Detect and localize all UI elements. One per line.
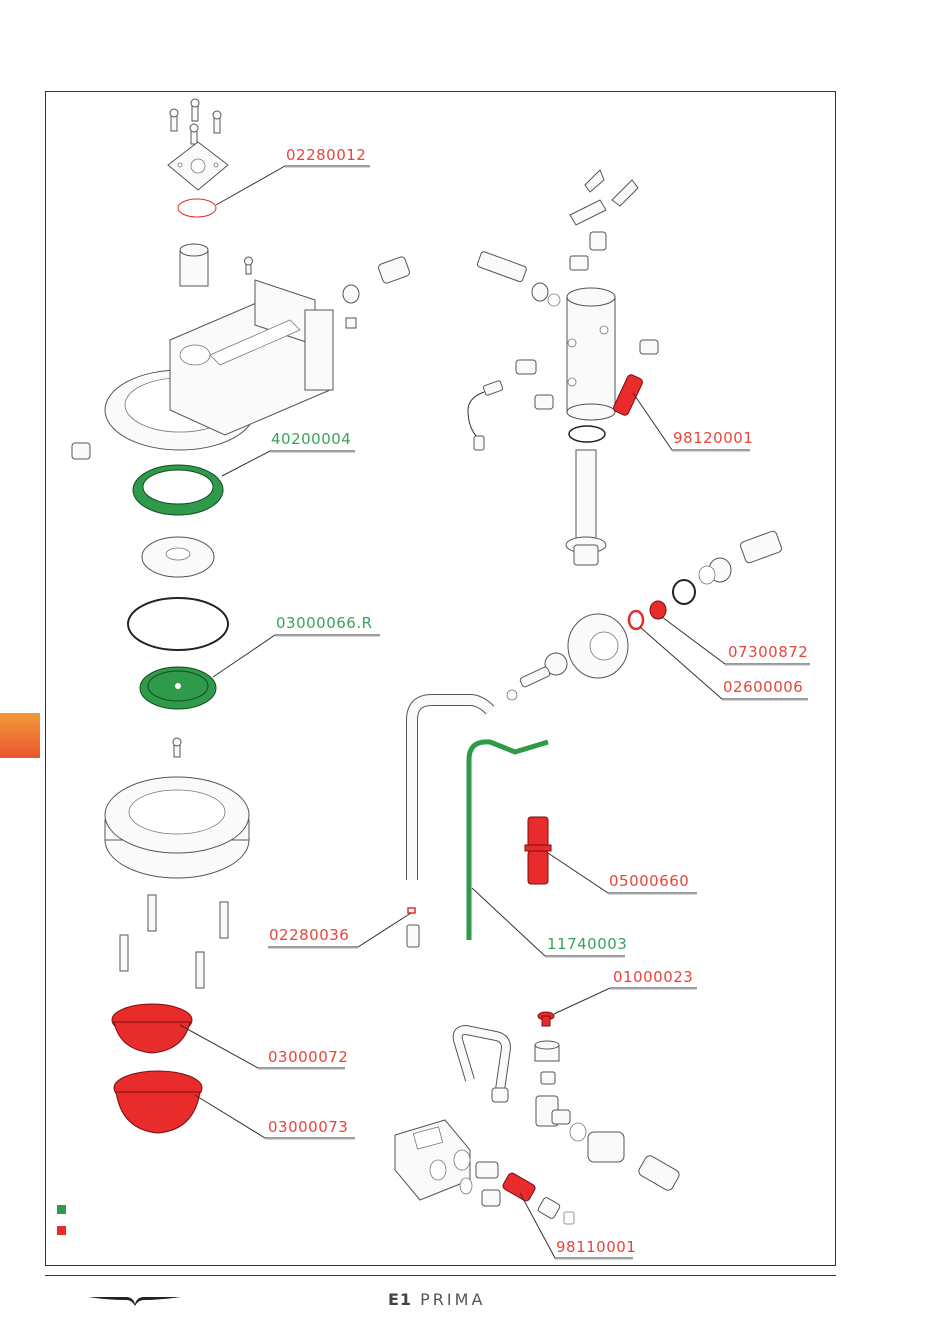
- fittings-row: [673, 530, 783, 604]
- legend-green-square: [57, 1205, 66, 1214]
- fitting-side: [477, 251, 560, 306]
- label-11740003: 11740003: [547, 935, 627, 953]
- valve-body: [395, 1120, 470, 1200]
- ring-base: [105, 777, 249, 878]
- screw-center: [173, 738, 181, 757]
- steam-tube: [412, 700, 490, 880]
- ball-joint: [507, 653, 567, 700]
- shower-disc: [142, 537, 214, 577]
- boiler-o-ring: [569, 426, 605, 442]
- legend-red-square: [57, 1226, 66, 1235]
- label-98120001: 98120001: [673, 429, 753, 447]
- boiler-cylinder: [567, 288, 615, 420]
- filter-basket-03000073: [114, 1071, 202, 1133]
- label-03000073: 03000073: [268, 1118, 348, 1136]
- pin-01000023: [538, 1012, 554, 1026]
- screw-small: [245, 257, 253, 274]
- top-plate: [168, 142, 228, 190]
- o-ring-02280036: [408, 908, 415, 913]
- brand-e1: E1: [388, 1290, 412, 1309]
- label-underlines: [258, 167, 810, 1259]
- brand-prima: PRIMA: [420, 1290, 485, 1309]
- label-98110001: 98110001: [556, 1238, 636, 1256]
- screws-top: [170, 99, 221, 144]
- gasket-02600006: [629, 611, 643, 629]
- o-ring-large: [128, 598, 228, 650]
- nut-left: [72, 443, 90, 459]
- tee-fitting: [536, 1096, 624, 1162]
- filter-basket-03000072: [112, 1004, 192, 1053]
- label-07300872: 07300872: [728, 643, 808, 661]
- valve-98110001: [502, 1172, 537, 1203]
- steam-housing: [568, 614, 628, 678]
- fitting-top: [343, 256, 411, 328]
- screws-bottom: [120, 895, 228, 988]
- label-02600006: 02600006: [723, 678, 803, 696]
- label-02280036: 02280036: [269, 926, 349, 944]
- label-40200004: 40200004: [271, 430, 351, 448]
- label-01000023: 01000023: [613, 968, 693, 986]
- brand-logo-icon: [88, 1293, 183, 1307]
- loop-pipe: [458, 1030, 508, 1102]
- valve-98120001: [612, 373, 643, 416]
- valve-end: [537, 1197, 574, 1224]
- probe-cable: [468, 380, 503, 450]
- label-02280012: 02280012: [286, 146, 366, 164]
- cup-fitting: [535, 1041, 559, 1084]
- coupling-05000660: [525, 817, 551, 884]
- label-05000660: 05000660: [609, 872, 689, 890]
- gasket-02280012: [178, 199, 216, 217]
- label-03000072: 03000072: [268, 1048, 348, 1066]
- cylinder-insert: [180, 244, 208, 286]
- o-ring-mid: [673, 580, 695, 604]
- tube-tip: [407, 925, 419, 947]
- brand-name: E1 PRIMA: [388, 1290, 485, 1309]
- brackets-top: [570, 170, 638, 270]
- valve-fittings: [460, 1154, 681, 1206]
- heating-element: [566, 450, 606, 565]
- group-head-body: [105, 280, 333, 450]
- nut-07300872: [650, 601, 666, 619]
- footer-rule: [45, 1275, 836, 1276]
- label-03000066R: 03000066.R: [276, 614, 373, 632]
